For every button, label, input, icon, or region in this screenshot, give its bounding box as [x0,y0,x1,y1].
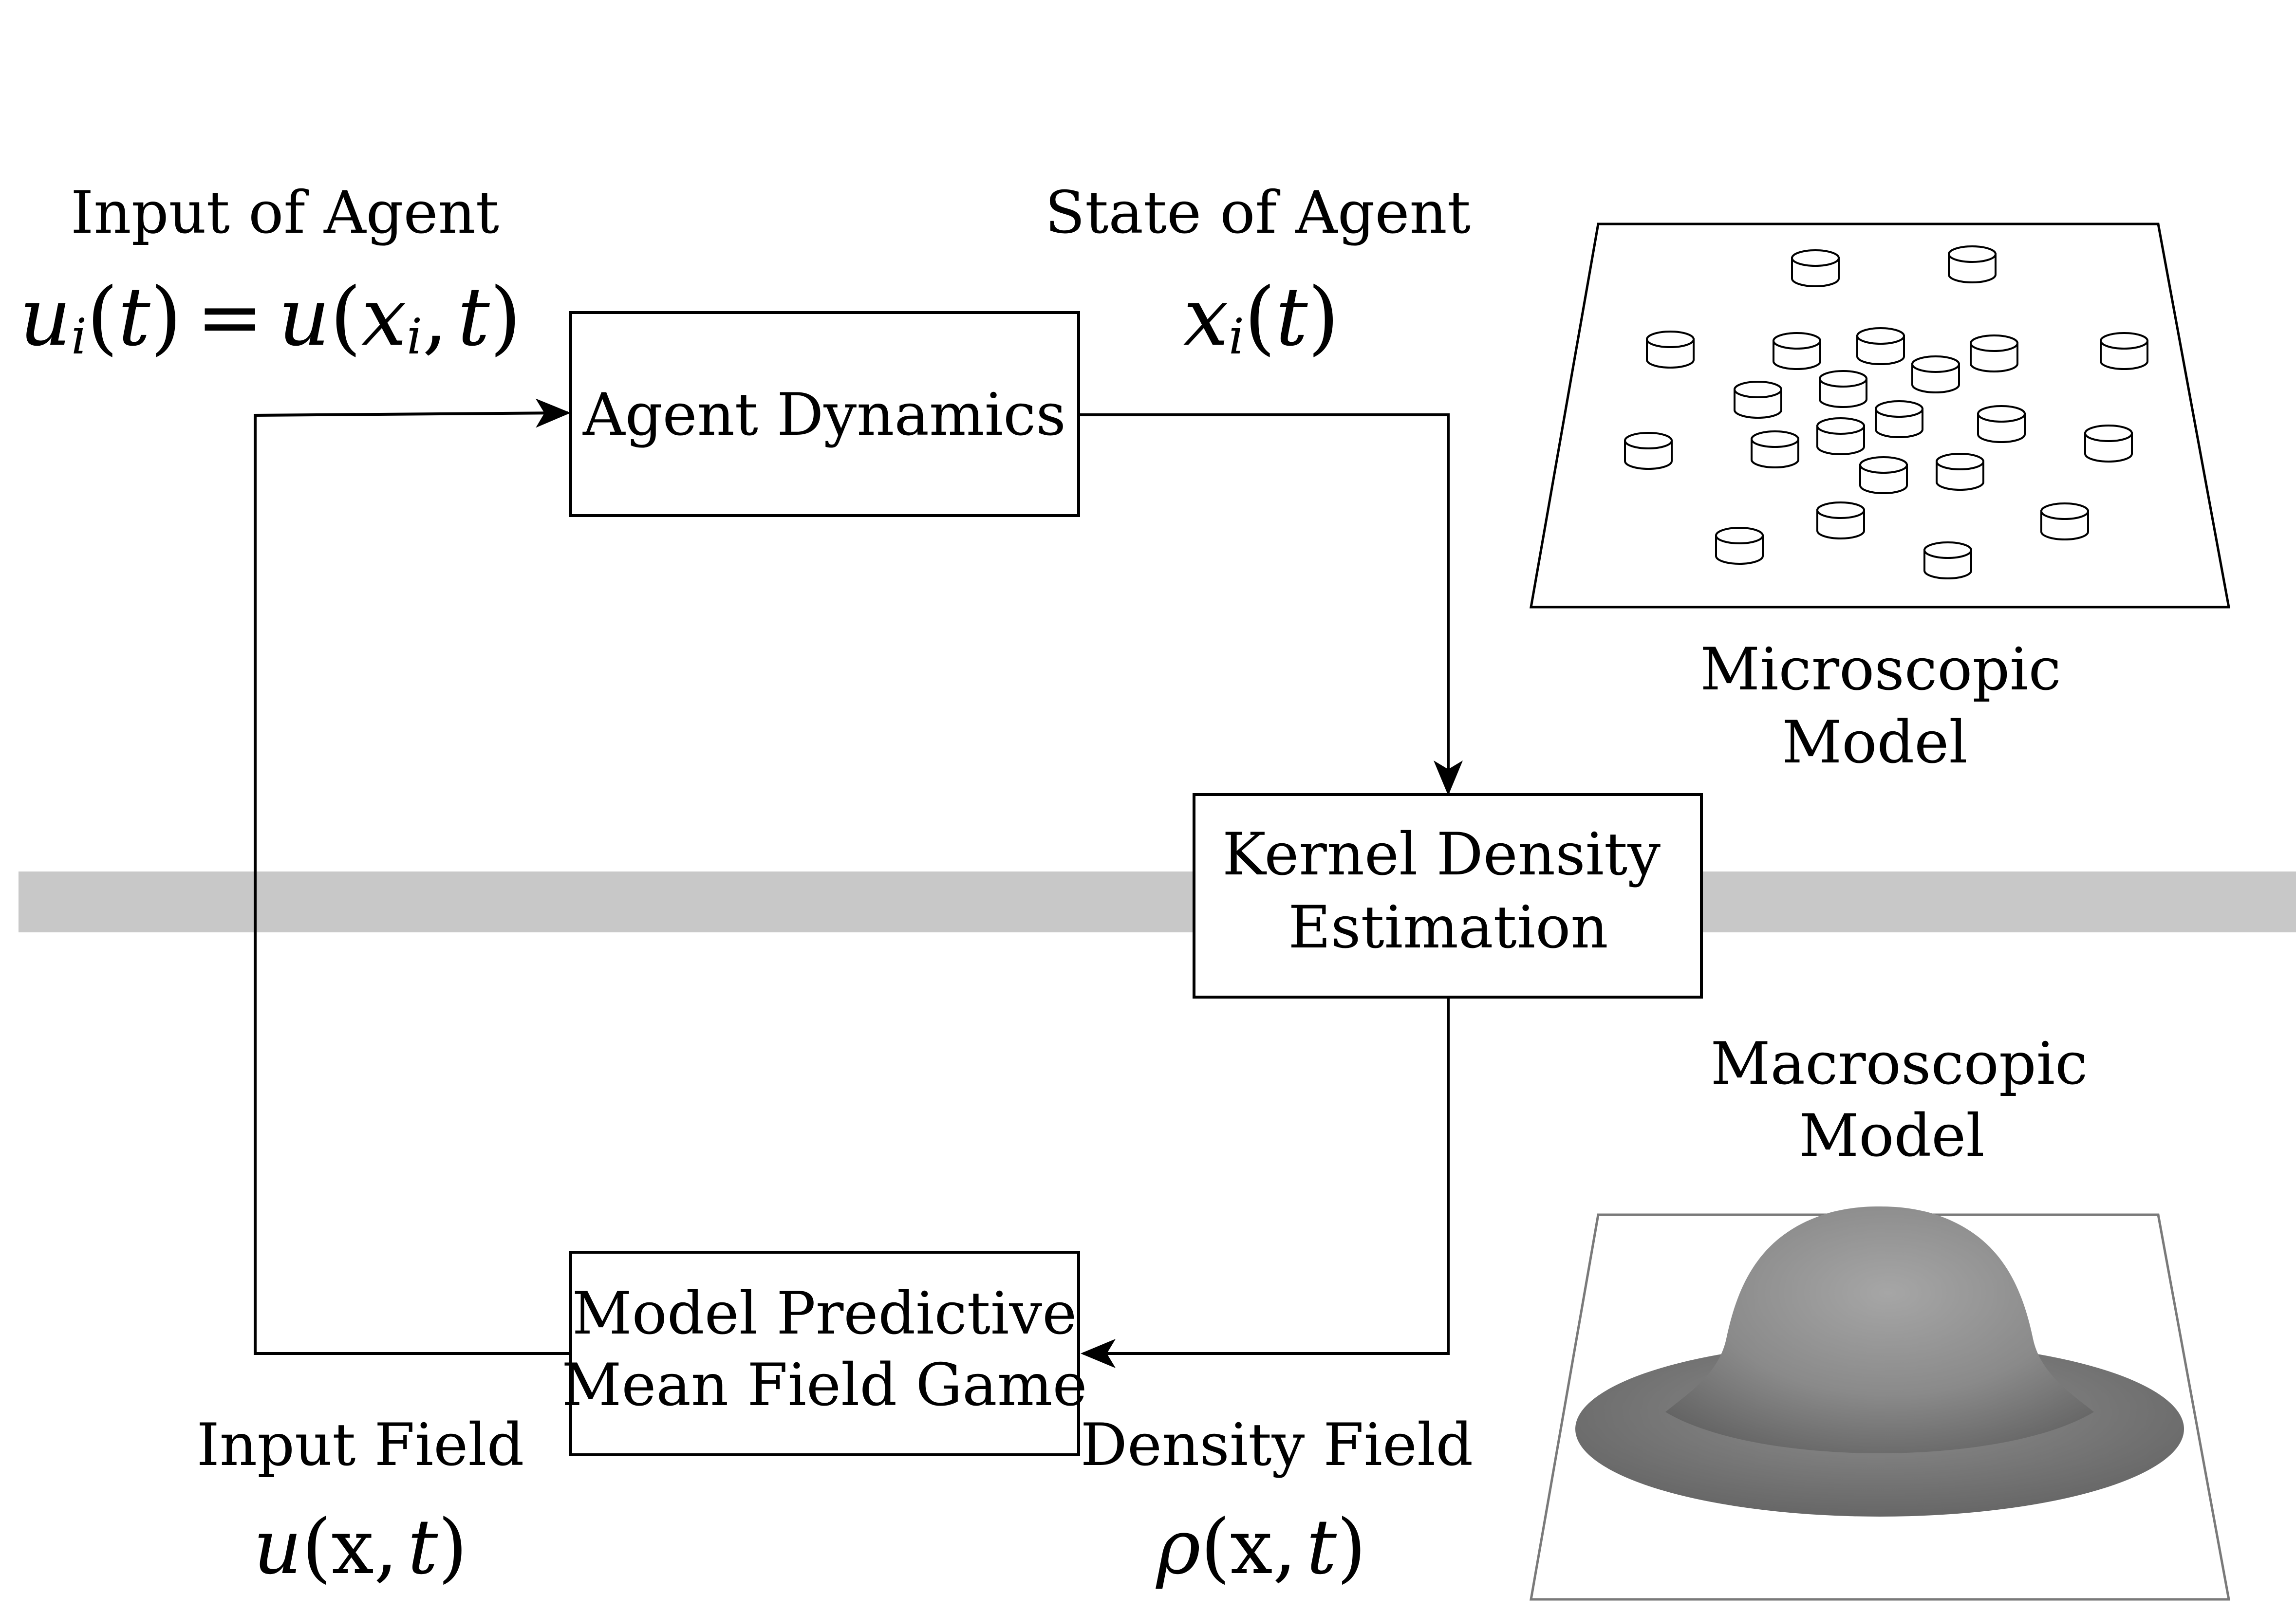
cylinder-puck-icon [1773,332,1821,370]
density-field-formula: ρ(x,t) [1155,1503,1366,1591]
cylinder-puck-icon [1875,400,1923,438]
cylinder-puck-icon [1734,381,1782,419]
cylinder-puck-icon [1624,432,1673,470]
cylinder-puck-icon [1715,527,1764,565]
wire-agent-to-kde [1079,413,1463,796]
density-dome [1665,1206,2094,1453]
cylinder-puck-icon [1948,245,1997,283]
wire-kde-to-mpmfg [1081,997,1450,1368]
state-of-agent-label: State of Agent [1045,179,1471,247]
agent-pucks [1624,245,2148,579]
cylinder-puck-icon [1751,430,1799,468]
input-of-agent-label: Input of Agent [71,179,499,247]
microscopic-label-line2: Model [1782,709,1967,777]
macroscopic-label-line2: Model [1799,1102,1984,1170]
macroscopic-label-line1: Macroscopic [1711,1030,2088,1098]
density-field-label: Density Field [1081,1411,1473,1479]
kernel-density-estimation-block: Kernel Density Estimation [1193,793,1703,999]
mpmfg-label-line2: Mean Field Game [561,1352,1087,1419]
cylinder-puck-icon [2084,425,2133,463]
cylinder-puck-icon [1977,405,2026,443]
cylinder-puck-icon [1816,501,1865,539]
kde-label-line2: Estimation [1288,894,1608,962]
agent-input-formula: ui(t)=u(xi,t) [19,270,521,365]
agent-state-formula: xi(t) [1183,270,1339,365]
cylinder-puck-icon [2100,332,2148,370]
bell-surface-icon [1575,1206,2184,1517]
input-field-formula: u(x,t) [253,1503,467,1591]
mpmfg-label-line1: Model Predictive [572,1280,1077,1348]
model-predictive-mfg-block: Model Predictive Mean Field Game [561,1251,1087,1456]
kde-label-line1: Kernel Density [1222,821,1661,889]
cylinder-puck-icon [1819,370,1867,408]
cylinder-puck-icon [1856,327,1905,365]
cylinder-puck-icon [1646,331,1695,369]
wire-mpmfg-to-agent [254,398,571,1355]
cylinder-puck-icon [1859,456,1908,494]
cylinder-puck-icon [1936,453,1984,491]
agent-dynamics-label: Agent Dynamics [582,381,1066,449]
microscopic-label-line1: Microscopic [1700,636,2061,704]
cylinder-puck-icon [2040,502,2089,540]
scale-divider-band [19,871,2296,932]
agent-dynamics-block: Agent Dynamics [569,311,1080,517]
cylinder-puck-icon [1970,334,2018,372]
cylinder-puck-icon [1923,541,1972,579]
microscopic-model-illustration [1530,222,2231,609]
input-field-label: Input Field [196,1411,524,1479]
cylinder-puck-icon [1816,417,1865,455]
cylinder-puck-icon [1791,249,1840,287]
cylinder-puck-icon [1911,355,1960,393]
macroscopic-model-illustration [1530,1206,2231,1601]
